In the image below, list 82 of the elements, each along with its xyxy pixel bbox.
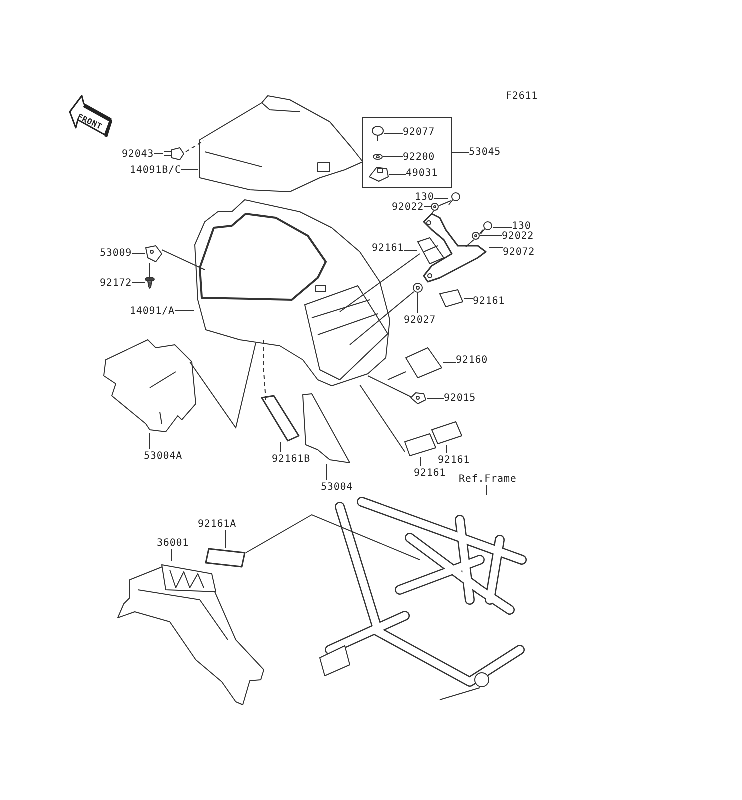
callout-number: 92027 bbox=[404, 314, 436, 326]
guide-line bbox=[466, 240, 474, 248]
bracket-drawing bbox=[421, 211, 489, 285]
guide-line bbox=[246, 514, 420, 560]
clip-icon bbox=[369, 167, 389, 182]
leader-line bbox=[446, 444, 448, 454]
callout-number: 130 bbox=[512, 220, 532, 232]
washer-icon bbox=[431, 203, 439, 211]
callout-number: 14091B/C bbox=[130, 164, 182, 176]
label-sticker-drawing bbox=[431, 421, 463, 445]
callout-number: 53004 bbox=[321, 480, 354, 494]
label-sticker-drawing bbox=[205, 548, 246, 568]
leader-line bbox=[382, 156, 404, 158]
leader-line bbox=[404, 250, 418, 252]
callout-number: 92161A bbox=[198, 518, 237, 530]
callout-number: 14091/A bbox=[130, 304, 175, 318]
leader-line bbox=[280, 442, 281, 453]
screw-icon bbox=[145, 277, 155, 289]
guide-line bbox=[340, 254, 420, 312]
leader-line bbox=[464, 298, 474, 299]
callout-number: 53004A bbox=[144, 450, 183, 462]
callout-number: 92161 bbox=[438, 454, 470, 466]
cap-icon bbox=[372, 126, 384, 142]
callout-number: 92072 bbox=[503, 246, 536, 258]
leader-line bbox=[174, 310, 194, 312]
leader-line bbox=[434, 198, 448, 200]
callout-number: 92161 bbox=[414, 466, 446, 480]
leader-line bbox=[326, 464, 327, 481]
label-sticker-drawing bbox=[261, 395, 300, 442]
nut-icon bbox=[410, 392, 427, 405]
guide-line bbox=[350, 292, 414, 346]
callout-number: 92077 bbox=[403, 126, 436, 138]
leader-line bbox=[388, 174, 406, 175]
leader-line bbox=[420, 456, 421, 467]
callout-number: 92161 bbox=[372, 242, 404, 254]
guide-line bbox=[480, 230, 484, 234]
bolt-icon bbox=[163, 147, 186, 161]
guide-line bbox=[388, 372, 406, 380]
callout-number: 130 bbox=[415, 190, 434, 204]
label-sticker-drawing bbox=[439, 289, 464, 308]
label-sticker-drawing bbox=[417, 237, 445, 265]
seat-cover-drawing bbox=[198, 94, 365, 194]
leader-line bbox=[426, 398, 444, 399]
bolt-icon bbox=[448, 192, 461, 206]
guide-line bbox=[430, 210, 434, 216]
clip-icon bbox=[145, 245, 163, 263]
guide-line bbox=[368, 376, 412, 398]
label-sticker-drawing bbox=[405, 347, 443, 379]
guide-line bbox=[264, 340, 266, 400]
callout-number: 92161B bbox=[272, 452, 311, 466]
leader-line bbox=[486, 485, 488, 496]
leader-line bbox=[424, 206, 432, 208]
leader-line bbox=[132, 282, 146, 284]
guide-line bbox=[162, 250, 206, 270]
leader-line bbox=[452, 152, 470, 153]
callout-number: 92172 bbox=[100, 276, 132, 290]
callout-number: 53045 bbox=[469, 146, 502, 158]
callout-number: 53009 bbox=[100, 246, 132, 260]
guide-line bbox=[186, 140, 204, 152]
washer-icon bbox=[472, 232, 480, 240]
leader-line bbox=[225, 530, 226, 548]
washer-icon bbox=[373, 154, 383, 160]
kit-box bbox=[362, 117, 452, 188]
guide-line bbox=[360, 384, 406, 452]
callout-number: 92043 bbox=[122, 148, 154, 160]
leader-line bbox=[442, 362, 456, 364]
callout-number: 36001 bbox=[157, 536, 190, 550]
callout-number: Ref.Frame bbox=[459, 472, 517, 486]
guide-line bbox=[190, 342, 256, 430]
callout-number: 92022 bbox=[392, 200, 424, 214]
callout-number: 92022 bbox=[502, 230, 534, 242]
bolt-icon bbox=[480, 221, 493, 235]
callout-number: 92160 bbox=[456, 354, 488, 366]
callout-number: 92161 bbox=[473, 294, 506, 308]
callout-number: 92015 bbox=[444, 392, 476, 404]
callout-number: 92200 bbox=[403, 150, 436, 164]
callout-number: 49031 bbox=[406, 166, 438, 180]
washer-icon bbox=[413, 283, 423, 293]
guide-line bbox=[438, 200, 452, 206]
label-sticker-drawing bbox=[404, 433, 437, 457]
figure-code: F2611 bbox=[506, 90, 538, 102]
mat-drawing bbox=[103, 339, 197, 433]
